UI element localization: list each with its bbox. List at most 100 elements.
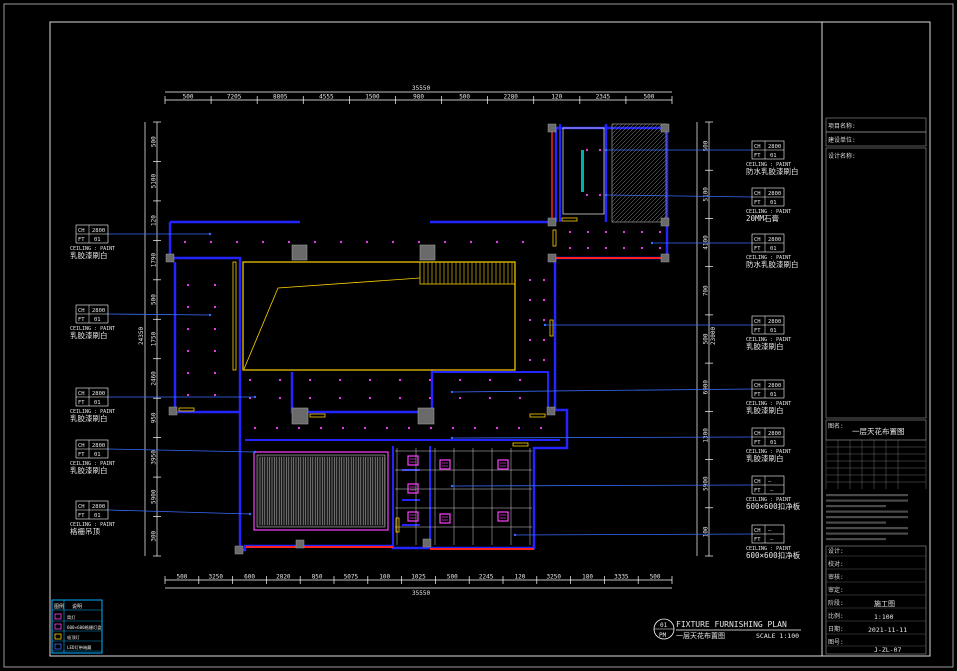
tb-revision-grid: [825, 439, 927, 489]
tag-field-ch: CH: [754, 528, 761, 534]
dim-right-seg-label: 5100: [703, 187, 710, 202]
dim-top-seg-label: 2345: [596, 94, 611, 101]
door-opening: [178, 407, 195, 412]
column-small: [547, 253, 557, 263]
legend-header-desc: 说明: [72, 603, 82, 610]
tb-note-line: [826, 521, 886, 524]
grille-light: [407, 455, 419, 466]
downlight: [568, 230, 572, 234]
downlight: [451, 426, 455, 430]
tag-field-f: —: [770, 537, 774, 543]
leader-dot: [253, 395, 257, 399]
tag-caption: 20MM石膏: [746, 213, 780, 223]
downlight: [186, 305, 190, 309]
dim-top-seg-label: 980: [413, 94, 424, 101]
tag-field-f: 01: [770, 200, 777, 206]
downlight: [542, 278, 546, 282]
door-opening: [561, 217, 578, 222]
tag-field-f: 01: [770, 440, 777, 446]
tag-field-f: 01: [770, 328, 777, 334]
downlight: [469, 240, 473, 244]
tag-field-ft: FT: [754, 246, 761, 252]
dim-bottom-seg-label: 2820: [276, 574, 291, 581]
hatch-line: [612, 124, 647, 159]
tag-field-ft: FT: [78, 513, 85, 519]
leader-line: [451, 388, 753, 393]
tb-sign-label-4: 审定:: [828, 586, 844, 594]
dim-bottom-seg-label: 500: [177, 574, 188, 581]
tb-note-line: [826, 510, 908, 513]
tb-note-line: [826, 516, 908, 519]
dim-left-seg-label: 120: [151, 215, 158, 226]
tag-field-f: 01: [94, 452, 101, 458]
dimension-left: 24350 5005100120179050017502460950395059…: [138, 121, 161, 557]
dim-left-seg-label: 500: [151, 136, 158, 147]
floor-plan[interactable]: [165, 123, 766, 555]
tag-ceiling-type: CEILING : PAINT: [70, 326, 115, 332]
tag-field-h: 2800: [92, 504, 105, 510]
grille-ceiling: [253, 451, 389, 531]
hatch-line: [635, 191, 666, 222]
tag-field-h: —: [768, 528, 772, 534]
grille-light-fixtures: [407, 455, 509, 524]
hatch-line: [612, 124, 651, 163]
tag-field-h: 2800: [768, 144, 781, 150]
tb-owner-label: 建设单位:: [828, 136, 856, 144]
downlight: [278, 396, 282, 400]
leader-line: [451, 484, 753, 487]
door-opening: [529, 413, 546, 418]
downlight: [248, 378, 252, 382]
dim-right-seg-label: 5900: [703, 476, 710, 491]
door-opening: [512, 442, 529, 447]
dim-right-seg-label: 700: [703, 285, 710, 296]
tag-caption: 防水乳胶漆刷白: [746, 166, 799, 176]
dim-bottom-seg-label: 500: [447, 574, 458, 581]
hatch-line: [627, 183, 666, 222]
downlights: [183, 148, 662, 430]
downlight: [517, 426, 521, 430]
downlight: [368, 378, 372, 382]
tb-project-label: 项目名称:: [828, 122, 856, 130]
tag-field-ft: FT: [78, 317, 85, 323]
tag-caption: 乳胶漆刷白: [746, 453, 784, 463]
downlight: [518, 378, 522, 382]
tag-field-ft: FT: [754, 200, 761, 206]
tag-ceiling-type: CEILING : PAINT: [746, 401, 791, 407]
downlight: [542, 338, 546, 342]
downlight: [368, 396, 372, 400]
column-small: [660, 217, 670, 227]
column-large: [291, 244, 308, 261]
downlight: [391, 240, 395, 244]
duct-shaft: [562, 127, 605, 215]
column-small: [660, 123, 670, 133]
hatch-line: [612, 124, 655, 167]
downlight: [521, 240, 525, 244]
downlight: [278, 378, 282, 382]
hatch-line: [612, 124, 639, 151]
inner-wall: [290, 370, 434, 414]
tb-scale-label: 比例:: [828, 612, 844, 620]
tag-caption: 格栅吊顶: [70, 526, 100, 536]
dim-bottom-seg-label: 3250: [209, 574, 224, 581]
downlight: [585, 148, 589, 152]
dim-left-seg-label: 950: [151, 412, 158, 423]
downlight: [363, 426, 367, 430]
column-small: [165, 253, 175, 263]
tb-sign-label-1: 设计:: [828, 547, 844, 555]
legend-header-symbol: 图例: [54, 603, 64, 610]
tag-field-h: 2800: [92, 391, 105, 397]
downlight: [428, 396, 432, 400]
downlight: [604, 230, 608, 234]
tag-field-h: 2800: [92, 228, 105, 234]
tag-caption: 乳胶漆刷白: [70, 250, 108, 260]
tag-field-h: 2800: [768, 319, 781, 325]
tag-ceiling-type: CEILING : PAINT: [70, 461, 115, 467]
tag-caption: 乳胶漆刷白: [70, 413, 108, 423]
tag-ceiling-type: CEILING : PAINT: [746, 255, 791, 261]
downlight: [313, 240, 317, 244]
tag-field-ch: CH: [754, 237, 761, 243]
dim-left-seg-label: 500: [151, 294, 158, 305]
